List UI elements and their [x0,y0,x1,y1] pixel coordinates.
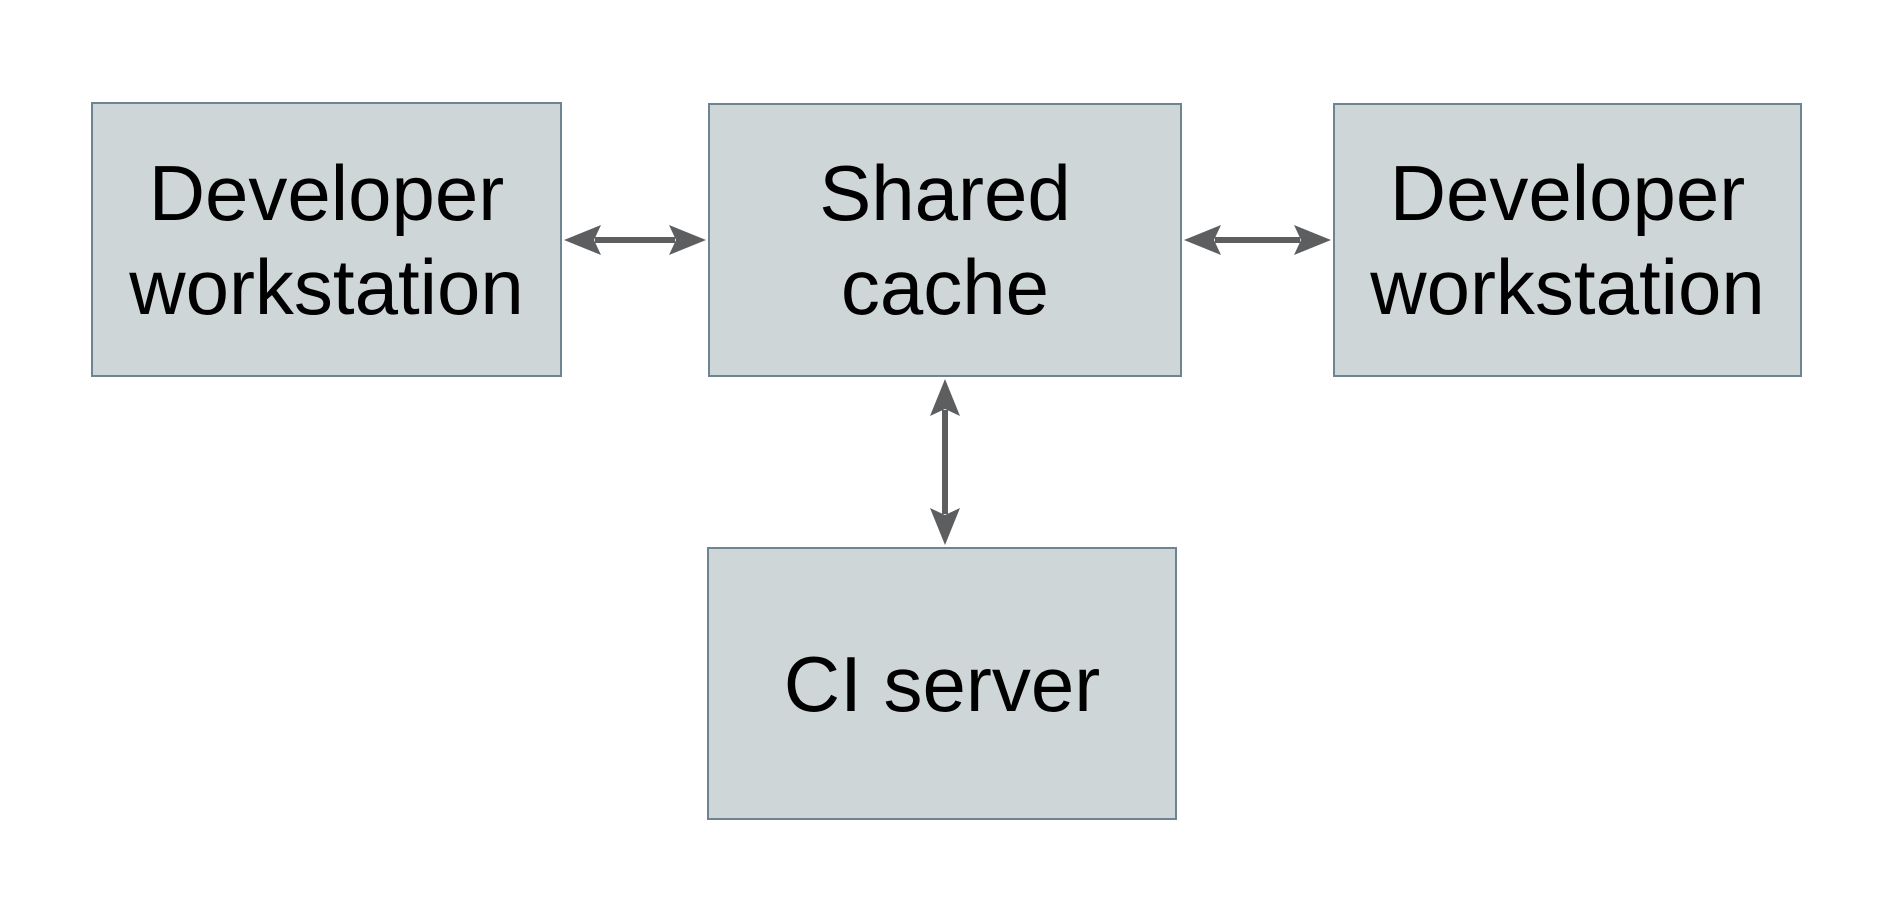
node-ci-server: CI server [707,547,1177,820]
node-developer-workstation-right: Developer workstation [1333,103,1802,377]
node-label-line: Developer [1389,149,1746,237]
node-shared-cache: Shared cache [708,103,1182,377]
bidirectional-arrow-left-cache [562,210,708,270]
node-label-line: workstation [129,242,524,331]
node-label-line: cache [840,243,1050,331]
bidirectional-arrow-cache-ci [915,377,975,547]
node-label-line: workstation [1370,243,1765,331]
node-developer-workstation-left: Developer workstation [91,102,562,377]
node-label-line: CI server [783,639,1101,728]
double-arrow-icon [930,379,960,545]
node-label-line: Developer [148,148,505,237]
bidirectional-arrow-cache-right [1182,210,1333,270]
double-arrow-icon [564,225,706,255]
double-arrow-icon [1184,225,1331,255]
node-label-line: Shared [819,149,1071,237]
